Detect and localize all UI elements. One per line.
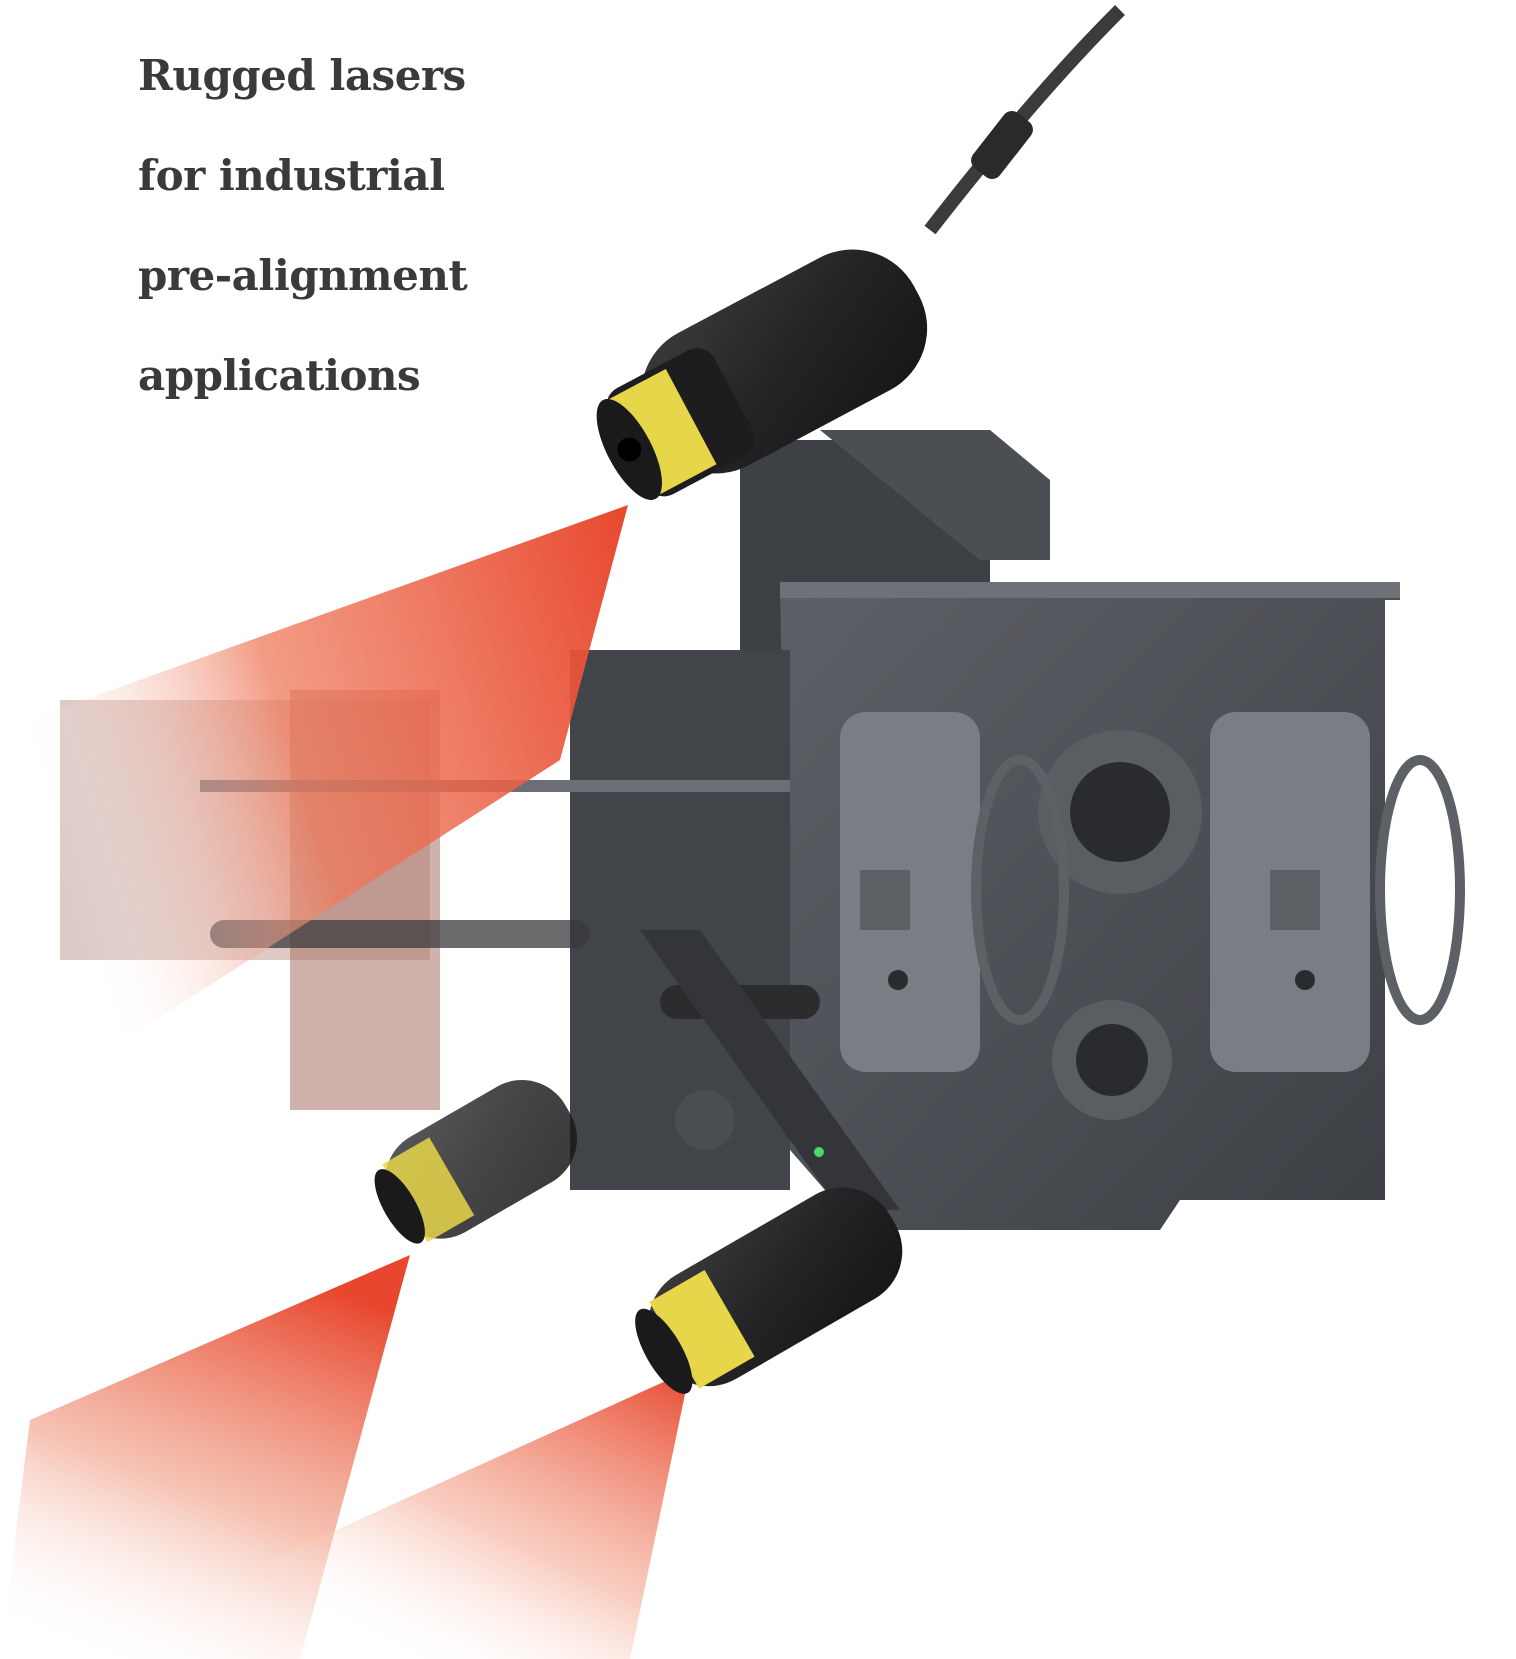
bottom-laser-module: [635, 1147, 903, 1394]
laser-label-yellow: [603, 368, 717, 498]
roller-assembly: [840, 712, 1465, 1120]
shaft-left: [210, 920, 590, 948]
headline: Rugged lasers for industrial pre-alignme…: [138, 26, 658, 426]
diagonal-arm: [640, 930, 900, 1210]
laser-beam-bottom: [270, 1370, 690, 1659]
top-laser-module: [596, 249, 928, 500]
power-cable: [924, 5, 1125, 235]
headline-line-2: for industrial: [138, 151, 445, 200]
headline-line-4: applications: [138, 351, 421, 400]
headline-line-1: Rugged lasers: [138, 51, 466, 100]
pivot-bolt: [675, 1090, 735, 1150]
upper-mount-block: [820, 430, 1050, 560]
left-mount-block: [570, 650, 790, 1190]
middle-laser-module: [374, 1080, 577, 1244]
headline-line-3: pre-alignment: [138, 251, 468, 300]
laser-beam-top: [0, 505, 628, 1120]
housing-top-lip: [780, 582, 1400, 598]
cable-strain-relief: [971, 110, 1033, 180]
